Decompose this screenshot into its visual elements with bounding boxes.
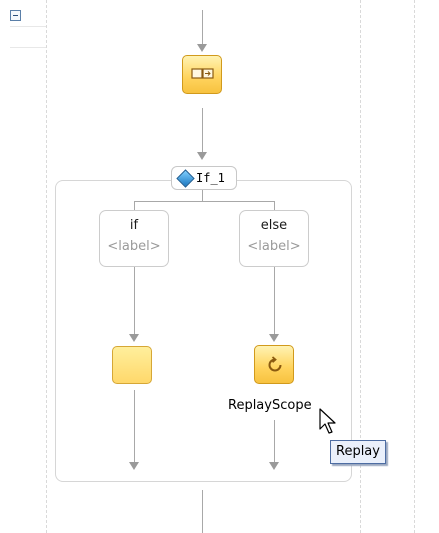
collapse-toggle[interactable] <box>10 10 21 21</box>
else-branch-label[interactable]: else <label> <box>239 210 309 267</box>
replay-tooltip: Replay <box>330 440 386 464</box>
else-branch-line-1 <box>274 267 275 335</box>
else-branch-placeholder: <label> <box>247 239 301 254</box>
else-branch-arrow-1 <box>269 334 279 342</box>
branch-stub-center <box>202 190 203 201</box>
replay-scope-label: ReplayScope <box>228 398 312 413</box>
else-branch-name: else <box>260 218 288 233</box>
arrow-top <box>197 44 207 52</box>
branch-stub-if <box>134 201 135 211</box>
connector-bottom <box>202 490 203 533</box>
connector-to-if <box>202 108 203 154</box>
if-branch-arrow-1 <box>129 334 139 342</box>
right-guide <box>360 0 361 533</box>
if-branch-placeholder: <label> <box>107 239 161 254</box>
connector-top <box>202 10 203 44</box>
left-guide <box>46 0 47 533</box>
mouse-cursor-icon <box>319 408 336 434</box>
branch-bar <box>134 201 274 202</box>
if-node[interactable]: If_1 <box>171 166 237 190</box>
if-branch-line-2 <box>134 390 135 462</box>
if-node-title: If_1 <box>196 171 225 185</box>
replay-icon <box>268 356 282 372</box>
if-branch-line-1 <box>134 267 135 335</box>
if-branch-arrow-2 <box>129 462 139 470</box>
replay-scope-activity[interactable] <box>254 345 294 384</box>
else-branch-line-2 <box>274 420 275 462</box>
top-activity[interactable] <box>182 55 222 94</box>
left-panel-rows <box>10 26 46 48</box>
else-branch-arrow-2 <box>269 462 279 470</box>
far-right-guide <box>414 0 415 533</box>
arrow-to-if <box>197 152 207 160</box>
diamond-icon <box>176 168 195 188</box>
branch-stub-else <box>274 201 275 211</box>
if-branch-activity[interactable] <box>112 346 152 384</box>
if-branch-name: if <box>129 218 139 233</box>
if-branch-label[interactable]: if <label> <box>99 210 169 267</box>
copy-icon <box>191 68 214 79</box>
